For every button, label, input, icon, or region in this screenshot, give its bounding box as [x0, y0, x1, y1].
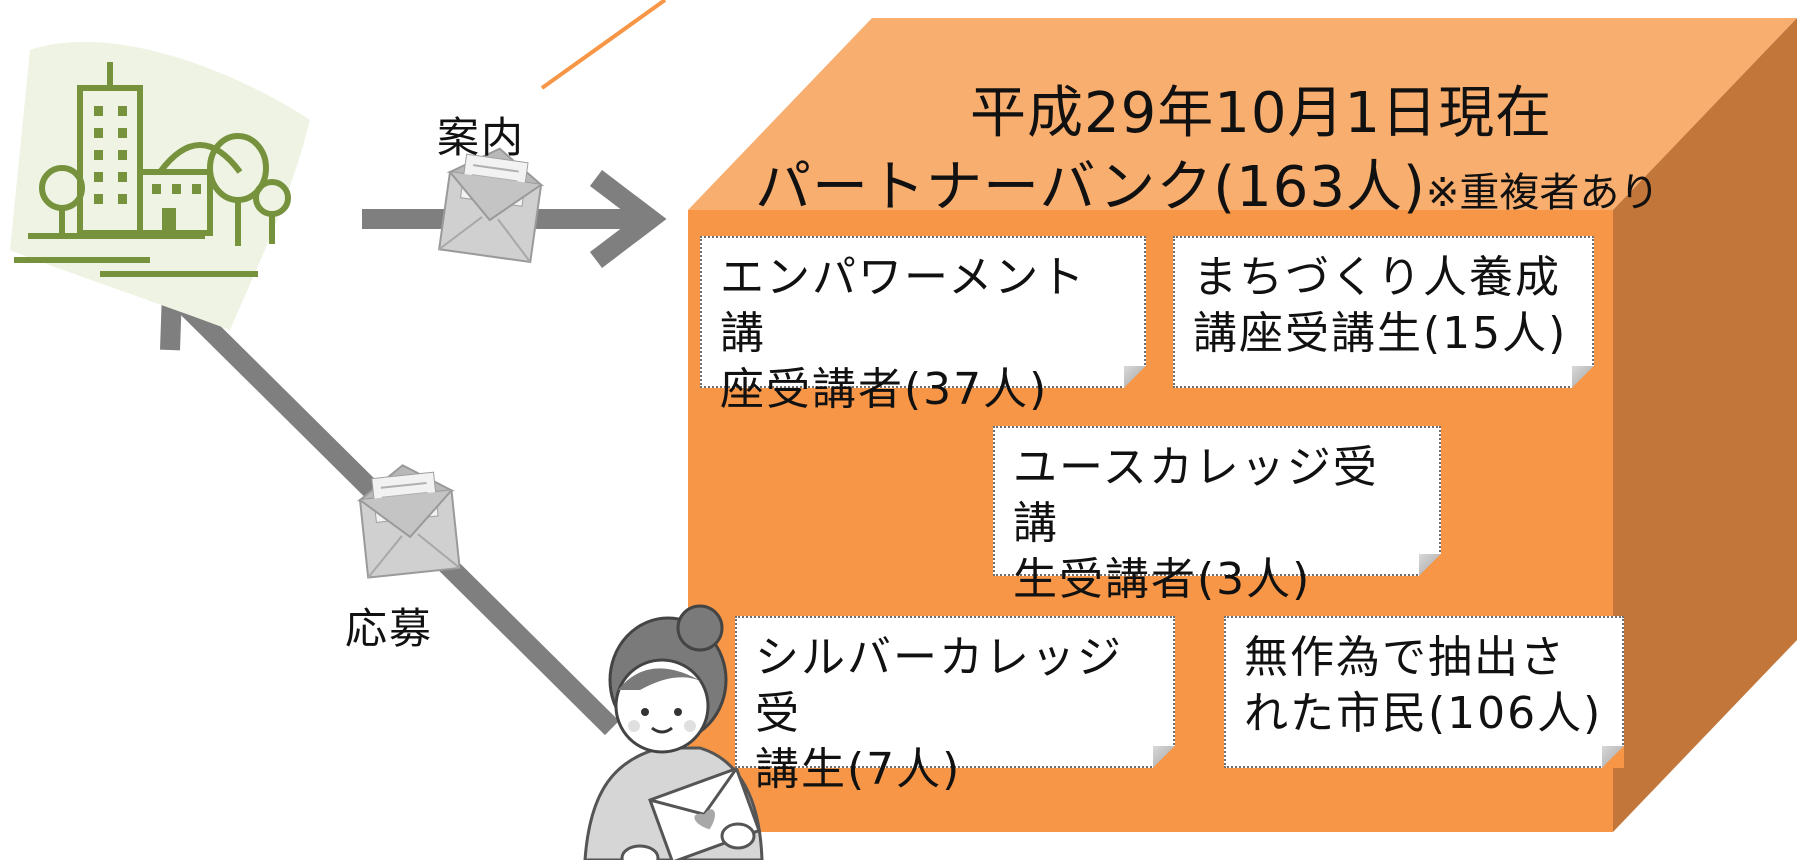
- group-note-machizukuri: まちづくり人養成 講座受講生(15人): [1173, 236, 1594, 388]
- bank-title-note: ※重複者あり: [1425, 170, 1660, 216]
- apply-label: 応募: [345, 604, 434, 653]
- group-note-silver-college: シルバーカレッジ受 講生(7人): [735, 616, 1175, 795]
- group-note-line2: 講座受講生(15人): [1193, 308, 1568, 359]
- group-note-line1: 無作為で抽出さ: [1244, 632, 1566, 683]
- bank-title: パートナーバンク(163人)※重複者あり: [755, 142, 1659, 223]
- group-note-line1: エンパワーメント講: [720, 252, 1087, 359]
- group-note-line2: 座受講者(37人): [720, 364, 1049, 415]
- city-building-icon: [10, 41, 310, 331]
- date-heading: 平成29年10月1日現在: [970, 81, 1553, 146]
- group-note-line1: まちづくり人養成: [1193, 252, 1561, 303]
- group-note-empowerment: エンパワーメント講 座受講者(37人): [700, 236, 1146, 415]
- group-note-youth-college: ユースカレッジ受講 生受講者(3人): [993, 426, 1441, 605]
- group-note-line1: シルバーカレッジ受: [755, 632, 1123, 739]
- group-note-line1: ユースカレッジ受講: [1013, 442, 1379, 549]
- envelope-icon: [438, 147, 545, 264]
- group-note-random-citizens: 無作為で抽出さ れた市民(106人): [1224, 616, 1624, 768]
- accent-line: [540, 0, 667, 90]
- box-side-face: [1613, 18, 1797, 832]
- group-note-line2: 講生(7人): [755, 744, 962, 795]
- guide-label: 案内: [437, 113, 526, 162]
- woman-with-letter-icon: [583, 604, 764, 860]
- envelope-icon: [356, 464, 461, 579]
- bank-title-main: パートナーバンク(163人): [755, 155, 1426, 220]
- box-top-face: [688, 18, 1797, 210]
- group-note-line2: 生受講者(3人): [1013, 554, 1312, 605]
- group-note-line2: れた市民(106人): [1244, 688, 1603, 739]
